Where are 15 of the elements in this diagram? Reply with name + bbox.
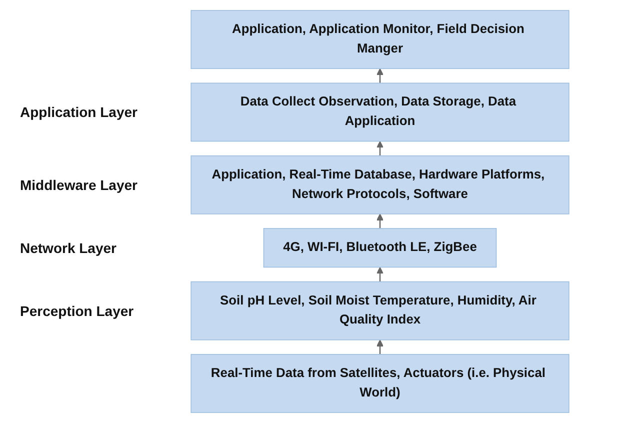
node-box: Real-Time Data from Satellites, Actuators (i.e. Physical World) [190,354,570,413]
node-box: Soil pH Level, Soil Moist Temperature, Humidity, Air Quality Index [190,281,570,340]
arrow [376,214,384,228]
node-box: 4G, WI-FI, Bluetooth LE, ZigBee [263,228,497,268]
node-box: Data Collect Observation, Data Storage, Data Application [190,82,570,142]
layer-label: Application Layer [20,104,138,120]
layer-label: Network Layer [20,240,116,256]
arrow [376,68,384,84]
arrow [376,340,384,354]
layer-label: Middleware Layer [20,176,138,193]
layer-label: Perception Layer [20,302,134,319]
arrow [376,266,384,282]
node-box: Application, Real-Time Database, Hardware Platforms, Network Protocols, Software [190,155,570,214]
node-box: Application, Application Monitor, Field Decision Manger [190,10,570,69]
arrow [376,140,384,156]
